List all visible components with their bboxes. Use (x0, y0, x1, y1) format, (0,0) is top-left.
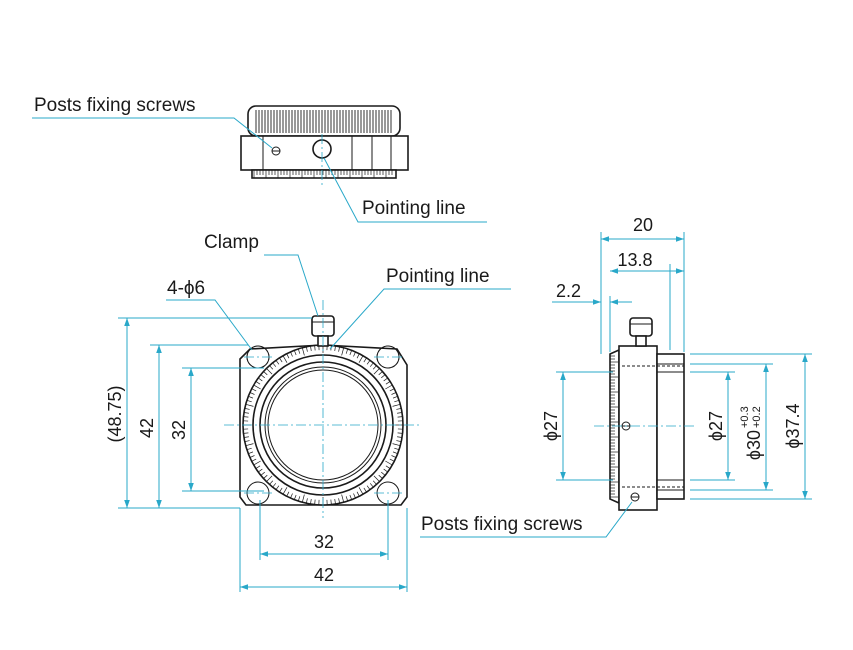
dim-overall-height: (48.75) (105, 385, 125, 442)
top-view: Posts fixing screws Pointing line (32, 95, 487, 223)
side-clamp-knob (629, 317, 653, 337)
dim-tol-upper: +0.3 (739, 406, 751, 428)
top-knurl-pattern (255, 110, 392, 133)
dial-scale-ticks (243, 345, 403, 505)
front-view: Clamp 4-ϕ6 Pointing line (48.75) 42 32 3… (105, 232, 511, 592)
dim-offset: 2.2 (556, 281, 581, 301)
side-scale-ticks (610, 355, 618, 498)
dim-bore-inner: ϕ27 (706, 411, 726, 441)
side-barrel (656, 353, 685, 500)
top-scale-ticks (253, 170, 393, 178)
dim-depth-inner: 13.8 (617, 250, 652, 270)
dim-width: 42 (314, 565, 334, 585)
pointing-line-label-top: Pointing line (362, 198, 466, 219)
side-body (618, 345, 658, 511)
dim-hole-pitch-v: 32 (169, 420, 189, 440)
dim-height: 42 (137, 418, 157, 438)
side-view: 20 13.8 2.2 ϕ27 ϕ27 ϕ30 +0.3 +0.2 ϕ37.4 … (420, 215, 812, 538)
posts-fixing-screws-label-side: Posts fixing screws (421, 514, 583, 535)
clamp-label: Clamp (204, 232, 259, 253)
pointing-line-label-front: Pointing line (386, 266, 490, 287)
dim-outer: ϕ37.4 (783, 403, 803, 448)
dim-bore-30-group: ϕ30 +0.3 +0.2 (739, 406, 764, 460)
posts-fixing-screws-label-top: Posts fixing screws (34, 95, 196, 116)
dim-hole-pitch-h: 32 (314, 532, 334, 552)
dim-tol-lower: +0.2 (751, 406, 763, 428)
dim-bore-left: ϕ27 (541, 411, 561, 441)
dim-depth: 20 (633, 215, 653, 235)
dim-bore-30: ϕ30 (744, 430, 764, 460)
holes-label: 4-ϕ6 (167, 278, 205, 299)
